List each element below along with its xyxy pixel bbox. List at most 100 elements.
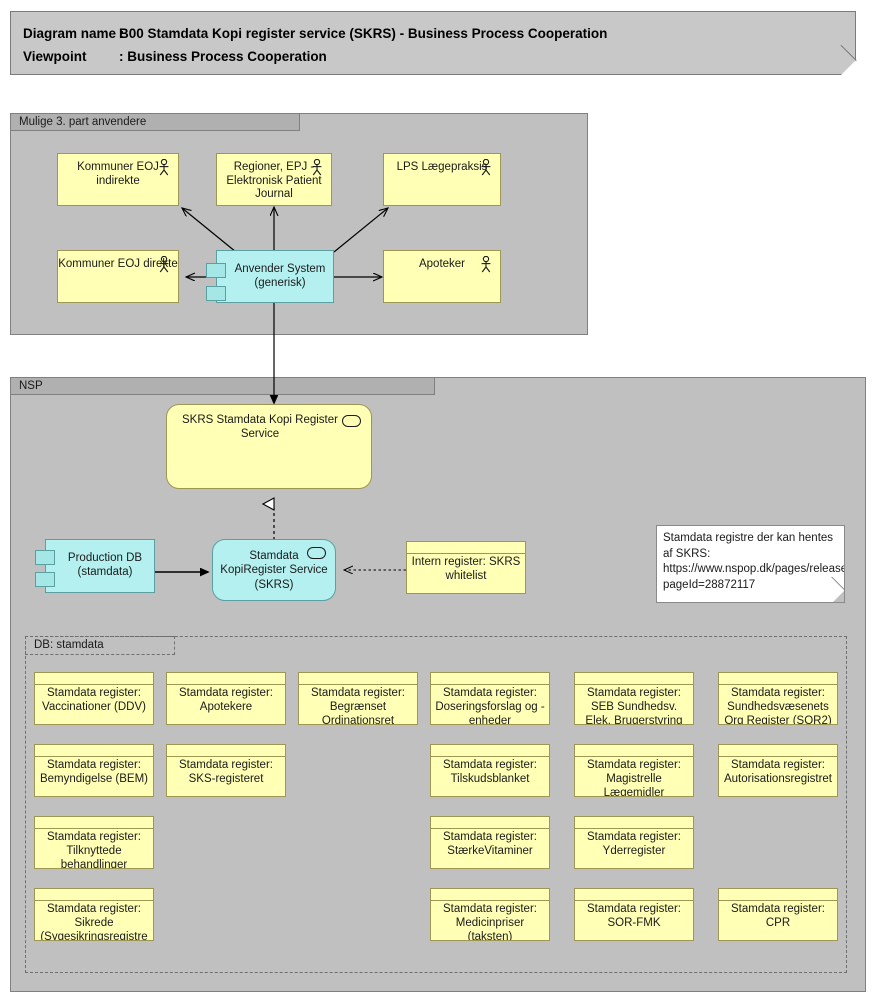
component-tab-icon — [35, 572, 55, 587]
register-header-strip — [407, 553, 525, 554]
actor-label: Kommuner EOJ indirekte — [77, 161, 159, 187]
register-box[interactable]: Stamdata register: Vaccinationer (DDV) — [34, 672, 154, 725]
actor-lps-laegepraksis[interactable]: LPS Lægepraksis — [383, 153, 501, 206]
register-label: Stamdata register: Autorisationsregistre… — [723, 759, 833, 785]
actor-regioner-epj[interactable]: Regioner, EPJ - Elektronisk Patient Jour… — [216, 153, 332, 206]
register-box[interactable]: Stamdata register: Medicinpriser (takste… — [430, 888, 550, 941]
component-anvender-system[interactable]: Anvender System (generisk) — [206, 250, 334, 303]
register-label: Stamdata register: SEB Sundhedsv. Elek. … — [585, 687, 683, 725]
register-label: Stamdata register: Sundhedsvæsenets Org … — [724, 687, 832, 725]
actor-icon — [481, 256, 491, 273]
register-box[interactable]: Stamdata register: CPR — [718, 888, 838, 941]
register-box[interactable]: Stamdata register: Doseringsforslag og -… — [430, 672, 550, 725]
component-tab-icon — [206, 263, 226, 278]
register-label: Stamdata register: Medicinpriser (takste… — [443, 903, 537, 941]
note-fold-line — [831, 576, 844, 590]
actor-icon — [159, 256, 169, 273]
register-box[interactable]: Stamdata register: Autorisationsregistre… — [718, 744, 838, 797]
actor-apoteker[interactable]: Apoteker — [383, 250, 501, 303]
group-db-stamdata-title: DB: stamdata — [25, 636, 175, 655]
actor-icon — [312, 159, 322, 176]
register-box[interactable]: Stamdata register: SEB Sundhedsv. Elek. … — [574, 672, 694, 725]
register-header-strip — [431, 828, 549, 829]
register-box[interactable]: Stamdata register: StærkeVitaminer — [430, 816, 550, 869]
component-production-db[interactable]: Production DB (stamdata) — [35, 539, 155, 593]
register-box[interactable]: Stamdata register: Yderregister — [574, 816, 694, 869]
note-text: Stamdata registre der kan hentes af SKRS… — [663, 532, 844, 591]
register-label: Stamdata register: SOR-FMK — [587, 903, 681, 929]
register-label: Stamdata register: Tilknyttede behandlin… — [47, 831, 141, 869]
register-header-strip — [719, 684, 837, 685]
diagram-title-banner: Diagram name :B00 Stamdata Kopi register… — [10, 11, 857, 75]
register-label: Stamdata register: Tilskudsblanket — [443, 759, 537, 785]
viewpoint-label: Viewpoint — [23, 49, 87, 64]
service-oval-icon — [307, 547, 326, 559]
diagram-name-line: Diagram name :B00 Stamdata Kopi register… — [23, 26, 607, 41]
actor-label: Regioner, EPJ - Elektronisk Patient Jour… — [226, 161, 322, 201]
register-intern-skrs-whitelist[interactable]: Intern register: SKRS whitelist — [406, 541, 526, 594]
register-box[interactable]: Stamdata register: Begrænset Ordinations… — [298, 672, 418, 725]
actor-kommuner-eoj-direkte[interactable]: Kommuner EOJ direkte — [57, 250, 179, 303]
note-stamdata-registre[interactable]: Stamdata registre der kan hentes af SKRS… — [656, 525, 845, 603]
group-nsp-title: NSP — [10, 377, 435, 395]
service-label: SKRS Stamdata Kopi Register Service — [182, 414, 338, 441]
register-box[interactable]: Stamdata register: Sundhedsvæsenets Org … — [718, 672, 838, 725]
register-header-strip — [719, 756, 837, 757]
viewpoint-value: : Business Process Cooperation — [119, 49, 327, 64]
register-label: Stamdata register: Vaccinationer (DDV) — [42, 687, 146, 713]
service-label: Stamdata KopiRegister Service (SKRS) — [220, 550, 328, 591]
viewpoint-line: Viewpoint : Business Process Cooperation — [23, 49, 327, 64]
register-box[interactable]: Stamdata register: Magistrelle Lægemidle… — [574, 744, 694, 797]
register-label: Stamdata register: Bemyndigelse (BEM) — [39, 759, 148, 785]
actor-icon — [481, 159, 491, 176]
service-oval-icon — [342, 415, 361, 427]
register-label: Stamdata register: Apotekere — [179, 687, 273, 713]
actor-kommuner-eoj-indirekte[interactable]: Kommuner EOJ indirekte — [57, 153, 179, 206]
component-label: Anvender System (generisk) — [234, 262, 326, 289]
register-label: Stamdata register: SKS-registeret — [179, 759, 273, 785]
register-box[interactable]: Stamdata register: Sikrede (Sygesikrings… — [34, 888, 154, 941]
register-label: Stamdata register: Doseringsforslag og -… — [435, 687, 545, 725]
service-stamdata-kopiregister-skrs[interactable]: Stamdata KopiRegister Service (SKRS) — [212, 539, 336, 601]
actor-label: Kommuner EOJ direkte — [58, 258, 178, 270]
register-header-strip — [167, 684, 285, 685]
diagram-name-value: B00 Stamdata Kopi register service (SKRS… — [119, 26, 608, 41]
actor-label: Apoteker — [418, 258, 466, 270]
register-label: Stamdata register: Yderregister — [587, 831, 681, 857]
register-header-strip — [575, 828, 693, 829]
register-box[interactable]: Stamdata register: Apotekere — [166, 672, 286, 725]
register-header-strip — [299, 684, 417, 685]
actor-icon — [159, 159, 169, 176]
register-header-strip — [575, 900, 693, 901]
register-box[interactable]: Stamdata register: SKS-registeret — [166, 744, 286, 797]
group-db-stamdata: DB: stamdata — [25, 636, 847, 973]
component-tab-icon — [35, 550, 55, 565]
group-third-party-users-title: Mulige 3. part anvendere — [10, 113, 300, 131]
service-skrs-stamdata-kopi-register[interactable]: SKRS Stamdata Kopi Register Service — [166, 404, 372, 489]
register-box[interactable]: Stamdata register: SOR-FMK — [574, 888, 694, 941]
register-header-strip — [35, 828, 153, 829]
register-header-strip — [575, 684, 693, 685]
register-box[interactable]: Stamdata register: Tilknyttede behandlin… — [34, 816, 154, 869]
register-header-strip — [431, 756, 549, 757]
register-label: Intern register: SKRS whitelist — [411, 556, 521, 582]
register-label: Stamdata register: CPR — [731, 903, 825, 929]
banner-fold-line — [840, 44, 857, 61]
register-label: Stamdata register: Magistrelle Lægemidle… — [587, 759, 681, 797]
note-fold-corner — [832, 590, 844, 602]
component-label: Production DB (stamdata) — [67, 552, 143, 578]
banner-fold-corner — [841, 60, 856, 75]
register-header-strip — [431, 684, 549, 685]
register-header-strip — [167, 756, 285, 757]
register-header-strip — [431, 900, 549, 901]
component-tab-icon — [206, 286, 226, 301]
register-label: Stamdata register: Begrænset Ordinations… — [311, 687, 405, 725]
register-box[interactable]: Stamdata register: Bemyndigelse (BEM) — [34, 744, 154, 797]
register-label: Stamdata register: StærkeVitaminer — [443, 831, 537, 857]
register-header-strip — [575, 756, 693, 757]
register-label: Stamdata register: Sikrede (Sygesikrings… — [40, 903, 148, 941]
diagram-name-label: Diagram name : — [23, 26, 125, 41]
register-header-strip — [35, 684, 153, 685]
register-header-strip — [719, 900, 837, 901]
register-box[interactable]: Stamdata register: Tilskudsblanket — [430, 744, 550, 797]
